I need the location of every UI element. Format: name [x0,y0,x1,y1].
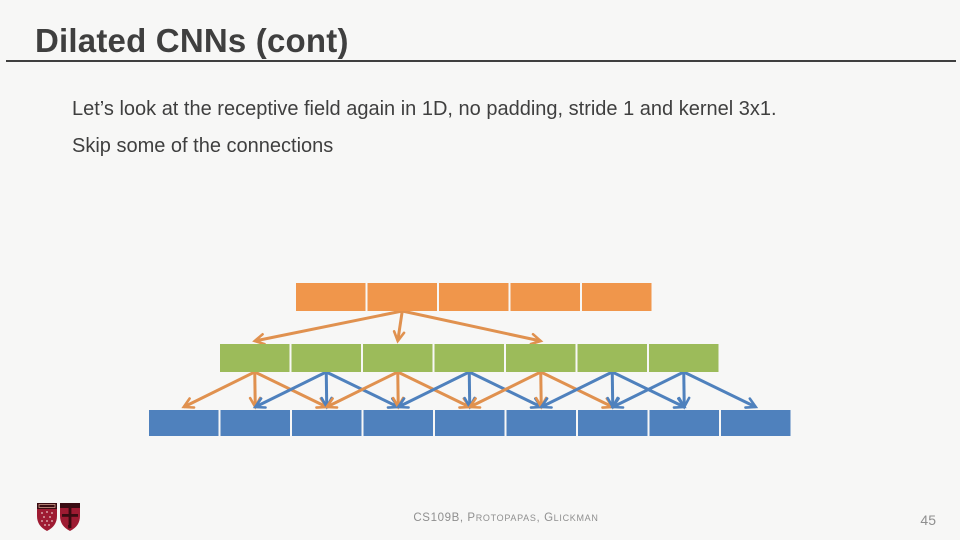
input-layer-cell [506,410,576,436]
connection-arrow-blue [606,371,619,410]
connection-arrow-blue [677,371,691,410]
harvard-iacs-logo-icon [36,502,82,533]
output-layer-cell [582,283,652,311]
output-layer-cell [439,283,509,311]
page-title: Dilated CNNs (cont) [35,22,349,59]
hidden-layer-cell [291,344,361,372]
input-layer-cell [363,410,433,436]
input-layer-cell [435,410,505,436]
shield-icons [37,503,80,531]
hidden-layer-cell [434,344,504,372]
hidden-layer-cell [363,344,433,372]
input-layer-cell [292,410,362,436]
hidden-layer-cell [577,344,647,372]
output-layer-cell [367,283,437,311]
connection-arrow-blue [463,371,476,410]
connection-arrow-blue [395,370,470,409]
connection-arrow-orange [534,371,548,410]
input-layer-cell [578,410,648,436]
connection-arrow-blue [538,370,613,409]
page-number: 45 [920,512,936,528]
footer-author1-caps: ROTOPAPAS [475,513,537,523]
input-layer-cell [220,410,290,436]
input-layer-cell [649,410,719,436]
connection-arrow-orange [467,370,542,409]
connection-arrow-orange [401,309,544,346]
connection-arrow-blue [683,370,759,409]
footer-course-code: CS109B, P [413,512,476,524]
connection-arrow-blue [610,370,685,409]
footer-author2-caps: LICKMAN [553,513,599,523]
body-paragraph-1: Let’s look at the receptive field again … [72,98,777,120]
connection-arrow-orange [181,370,256,409]
body-text: Let’s look at the receptive field again … [72,96,874,170]
footer-credit: CS109B, PROTOPAPAS, GLICKMAN [413,512,598,524]
connection-arrow-orange [252,309,403,346]
input-layer-cell [149,410,219,436]
hidden-layer-cell [220,344,290,372]
body-paragraph-2: Skip some of the connections [72,135,334,157]
title-divider [6,60,956,62]
connection-arrow-orange [392,310,406,344]
connection-arrow-blue [320,371,333,410]
input-layer-cell [721,410,791,436]
output-layer-cell [296,283,366,311]
output-layer-cell [510,283,580,311]
hidden-layer-cell [649,344,719,372]
connection-arrow-orange [324,370,399,409]
footer-separator: , G [536,512,554,524]
connection-arrow-orange [391,371,405,410]
connection-arrow-blue [252,370,327,409]
connection-arrow-orange [248,371,262,410]
hidden-layer-cell [506,344,576,372]
